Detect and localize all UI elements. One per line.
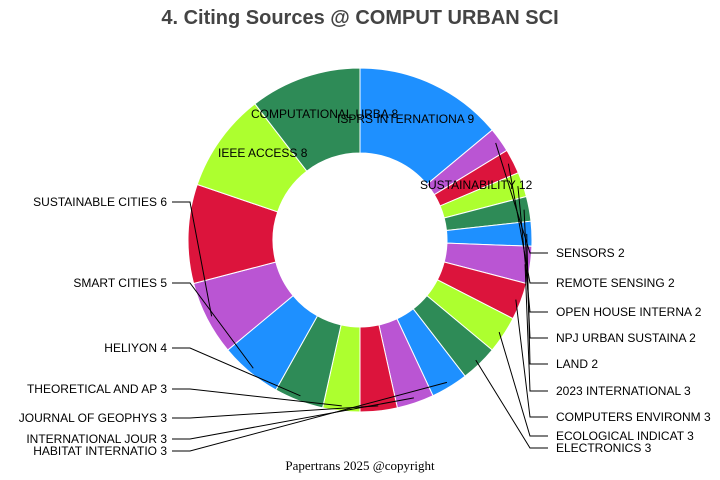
leader-journal-of-geophys [172,405,379,419]
label-open-house-interna: OPEN HOUSE INTERNA 2 [556,305,702,319]
label-computational-urba: COMPUTATIONAL URBA 8 [251,107,398,121]
label-npj-urban-sustaina: NPJ URBAN SUSTAINA 2 [556,331,696,345]
leader-theoretical-and-ap [172,388,342,407]
slice-isprs-internationa [254,67,361,172]
leader-remote-sensing [507,163,548,284]
label-2023-international: 2023 INTERNATIONAL 3 [556,384,691,398]
label-international-jour: INTERNATIONAL JOUR 3 [26,432,167,446]
leader-sensors [495,142,548,254]
label-remote-sensing: REMOTE SENSING 2 [556,276,675,290]
label-computers-environm: COMPUTERS ENVIRONM 3 [556,410,711,424]
leader-lines [172,142,548,452]
leader-smart-cities [172,282,254,369]
label-ieee-access: IEEE ACCESS 8 [218,146,308,160]
label-habitat-internatio: HABITAT INTERNATIO 3 [33,444,167,458]
leader-habitat-internatio [172,381,448,452]
label-ecological-indicat: ECOLOGICAL INDICAT 3 [556,429,694,443]
leader-ecological-indicat [498,331,548,437]
leader-npj-urban-sustaina [523,209,548,339]
leader-open-house-interna [517,186,548,313]
label-sustainability: SUSTAINABILITY 12 [420,178,533,192]
leader-land [526,233,548,365]
leader-international-jour [172,397,414,440]
leader-sustainable-cities [172,201,213,317]
chart-title: 4. Citing Sources @ COMPUT URBAN SCI [161,7,558,29]
leader-computers-environm [515,299,548,418]
slice-labels: SUSTAINABILITY 12 SENSORS 2 REMOTE SENSING… [19,107,711,458]
label-sustainable-cities: SUSTAINABLE CITIES 6 [33,195,167,209]
label-isprs-internationa: ISPRS INTERNATIONA 9 [337,112,474,126]
label-land: LAND 2 [556,357,598,371]
leader-2023-international [524,264,548,392]
donut-slices [187,67,533,413]
label-journal-of-geophys: JOURNAL OF GEOPHYS 3 [19,411,168,425]
label-smart-cities: SMART CITIES 5 [73,276,167,290]
label-sensors: SENSORS 2 [556,246,625,260]
leader-heliyon [172,347,301,397]
label-theoretical-and-ap: THEORETICAL AND AP 3 [27,382,167,396]
copyright-footer: Papertrans 2025 @copyright [285,458,435,473]
label-heliyon: HELIYON 4 [104,341,167,355]
label-electronics: ELECTRONICS 3 [556,441,652,455]
leader-electronics [475,359,548,449]
